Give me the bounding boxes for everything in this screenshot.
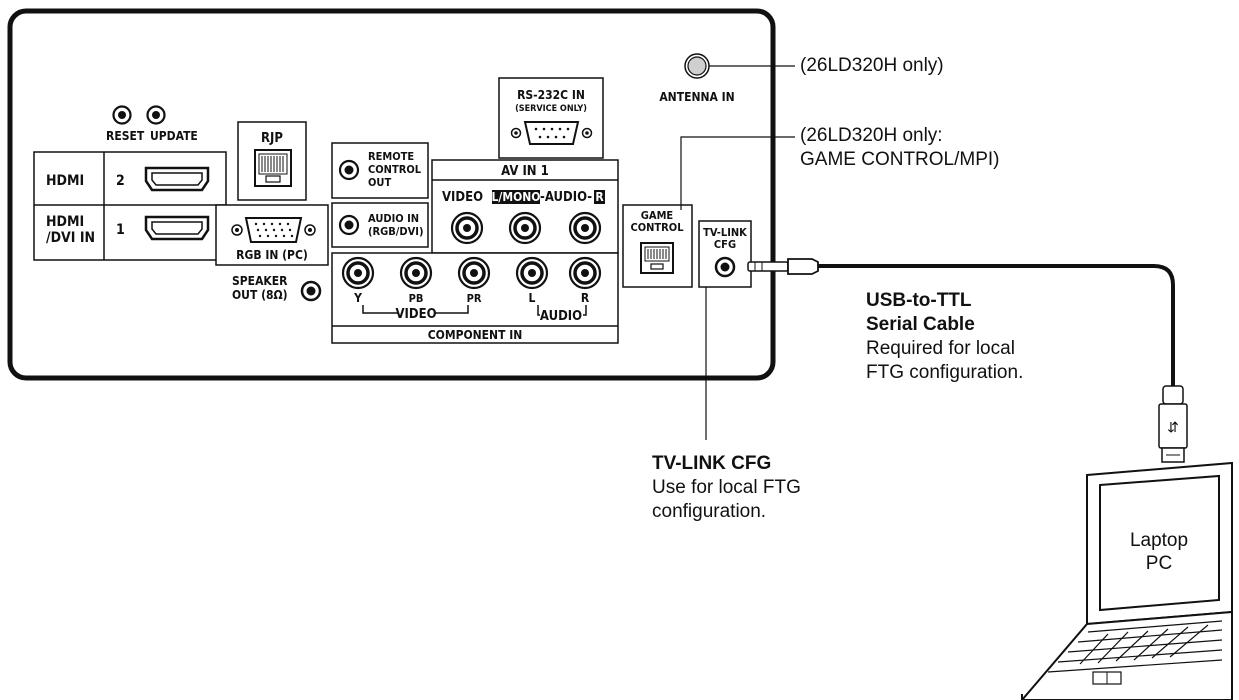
hdmi-port-1 (144, 215, 210, 241)
hdmi-dvi-label-line1: HDMI (46, 214, 84, 230)
hdmi-port-1-number: 1 (116, 222, 125, 238)
component-pb-jack (399, 256, 433, 290)
usb-ttl-cable (818, 264, 1175, 386)
cable-title-line2: Serial Cable (866, 314, 975, 335)
av-lmono-label: L/MONO (492, 190, 541, 204)
reset-label: RESET (106, 129, 145, 143)
tv-link-desc-line2: configuration. (652, 501, 767, 522)
laptop-label-line2: PC (1146, 553, 1172, 574)
usb-connector: ⇵ (1158, 385, 1188, 463)
component-video-bracket (362, 305, 469, 314)
component-r-jack (568, 256, 602, 290)
av-video-label: VIDEO (442, 190, 483, 205)
game-control-label-line1: GAME (641, 209, 674, 222)
hdmi-port-2-number: 2 (116, 173, 125, 189)
rgb-in-label: RGB IN (PC) (236, 248, 308, 262)
game-note-line1: (26LD320H only: (800, 125, 943, 146)
av-r-label: R (595, 190, 604, 204)
tv-link-callout: TV-LINK CFG Use for local FTG configurat… (652, 452, 801, 524)
audio-in-label-line1: AUDIO IN (368, 212, 419, 225)
component-r-label: R (581, 291, 590, 305)
tv-link-cfg-jack (714, 256, 736, 278)
av-r-highlight (594, 190, 605, 204)
remote-label-line3: OUT (368, 176, 391, 189)
component-pr-label: PR (467, 292, 482, 305)
component-y-jack (341, 256, 375, 290)
speaker-out-jack (300, 280, 322, 302)
game-control-leader-line (680, 136, 795, 210)
game-control-callout: (26LD320H only: GAME CONTROL/MPI) (800, 124, 1000, 172)
speaker-out-label-line1: SPEAKER (232, 274, 288, 288)
hdmi-dvi-label-line2: /DVI IN (46, 230, 95, 246)
av-right-jack (568, 211, 602, 245)
cable-callout: USB-to-TTL Serial Cable Required for loc… (866, 289, 1023, 385)
rgb-in-port (231, 217, 316, 243)
audio-in-label-line2: (RGB/DVI) (368, 225, 424, 238)
rs232-port (510, 121, 593, 145)
cable-plug (747, 258, 819, 275)
tv-link-desc-line1: Use for local FTG (652, 477, 801, 498)
hdmi-label: HDMI (46, 173, 84, 189)
rs232-label-line1: RS-232C IN (517, 88, 585, 102)
component-pr-jack (457, 256, 491, 290)
tv-link-cfg-block (698, 220, 752, 288)
component-pb-label: PB (409, 292, 424, 305)
antenna-in-label: ANTENNA IN (659, 90, 734, 104)
rjp-port (254, 149, 292, 187)
update-label: UPDATE (150, 129, 198, 143)
remote-out-jack (338, 159, 360, 181)
component-y-label: Y (353, 291, 362, 305)
rs232-label-line2: (SERVICE ONLY) (515, 104, 587, 114)
update-button (146, 105, 166, 125)
speaker-out-label-line2: OUT (8Ω) (232, 288, 288, 302)
laptop-label-line1: Laptop (1130, 530, 1188, 551)
tv-link-label-line1: TV-LINK (703, 226, 747, 239)
cable-desc-line1: Required for local (866, 338, 1015, 359)
remote-label-line1: REMOTE (368, 150, 414, 163)
game-control-label-line2: CONTROL (630, 221, 684, 234)
antenna-callout: (26LD320H only) (800, 54, 944, 78)
antenna-in-connector (684, 53, 710, 79)
audio-in-jack (338, 214, 360, 236)
av-in-label: AV IN 1 (501, 164, 549, 179)
remote-label-line2: CONTROL (368, 163, 422, 176)
cable-title-line1: USB-to-TTL (866, 290, 972, 311)
component-audio-label: AUDIO (540, 309, 582, 324)
av-audio-label: -AUDIO- (540, 190, 592, 205)
hdmi-port-2 (144, 166, 210, 192)
component-audio-bracket (537, 305, 587, 316)
av-video-jack (450, 211, 484, 245)
rjp-label: RJP (261, 131, 283, 146)
av-left-jack (508, 211, 542, 245)
component-l-jack (515, 256, 549, 290)
usb-icon: ⇵ (1167, 419, 1179, 435)
tv-link-title: TV-LINK CFG (652, 453, 772, 474)
antenna-note: (26LD320H only) (800, 55, 944, 76)
laptop-icon (1020, 461, 1233, 700)
cable-desc-line2: FTG configuration. (866, 362, 1024, 383)
tv-link-label-line2: CFG (714, 238, 736, 251)
component-in-label: COMPONENT IN (428, 328, 523, 342)
av-lmono-highlight (492, 190, 540, 204)
game-note-line2: GAME CONTROL/MPI) (800, 149, 1000, 170)
reset-button (112, 105, 132, 125)
component-l-label: L (529, 291, 536, 305)
component-video-label: VIDEO (395, 307, 436, 322)
game-control-port (640, 242, 674, 274)
